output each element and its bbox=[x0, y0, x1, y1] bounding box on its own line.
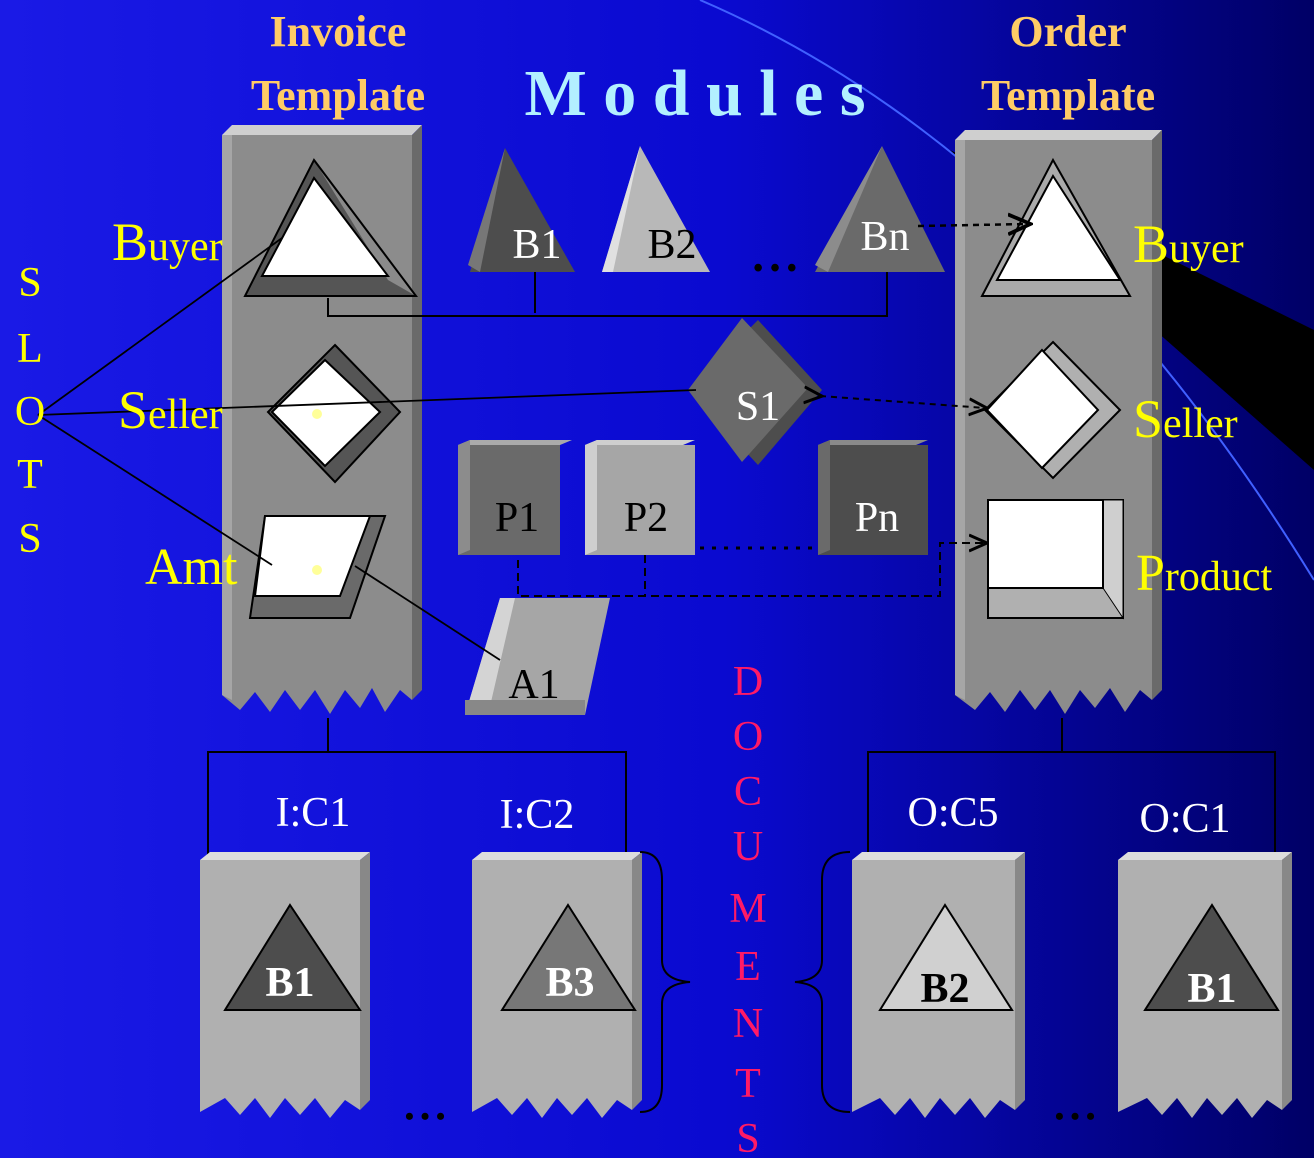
order-product-label: Product bbox=[1136, 545, 1273, 602]
module-b2-shape bbox=[602, 146, 710, 272]
doc-invoice-ellipsis: • • • bbox=[405, 1102, 445, 1131]
module-p2-shape bbox=[585, 440, 695, 555]
invoice-buyer-slot bbox=[243, 158, 418, 297]
doc-oc5-module-shape bbox=[878, 903, 1014, 1011]
module-p1-label: P1 bbox=[495, 495, 539, 541]
invoice-seller-label: Seller bbox=[118, 380, 223, 440]
module-b1-shape bbox=[468, 148, 575, 272]
module-a1-shape bbox=[465, 598, 610, 715]
svg-text:S: S bbox=[736, 1116, 759, 1158]
svg-text:O: O bbox=[15, 389, 45, 435]
order-template-title-line1: Order bbox=[1009, 7, 1126, 56]
doc-ic1-module-shape bbox=[223, 903, 362, 1011]
module-s1-label: S1 bbox=[736, 384, 780, 430]
invoice-template-title-line2: Template bbox=[251, 71, 425, 120]
doc-oc1-module-shape bbox=[1143, 903, 1280, 1011]
doc-ic1-module-label: B1 bbox=[265, 960, 314, 1006]
modules-title: M o d u l e s bbox=[524, 57, 865, 130]
svg-text:T: T bbox=[17, 452, 43, 498]
module-p1-shape bbox=[458, 440, 572, 555]
documents-label: D O C U M E N T S bbox=[729, 659, 766, 1158]
doc-order-ellipsis: • • • bbox=[1055, 1102, 1095, 1131]
invoice-amt-slot bbox=[248, 515, 387, 619]
svg-text:C: C bbox=[734, 769, 762, 815]
svg-text:T: T bbox=[735, 1061, 761, 1107]
slots-label: S L O T S bbox=[15, 260, 45, 562]
svg-text:S: S bbox=[18, 260, 41, 306]
invoice-buyer-label: Buyer bbox=[112, 212, 223, 272]
svg-text:S: S bbox=[18, 516, 41, 562]
module-p2-label: P2 bbox=[624, 495, 668, 541]
documents-brace-right bbox=[794, 851, 851, 1113]
documents-brace-left bbox=[639, 851, 691, 1113]
doc-oc1-module-label: B1 bbox=[1187, 966, 1236, 1012]
modules-ellipsis: • • • bbox=[753, 253, 796, 284]
svg-text:U: U bbox=[733, 824, 763, 870]
doc-oc1-label: O:C1 bbox=[1139, 796, 1230, 842]
order-seller-label: Seller bbox=[1133, 389, 1238, 449]
order-buyer-label: Buyer bbox=[1133, 214, 1244, 274]
invoice-template-title-line1: Invoice bbox=[270, 7, 407, 56]
module-a1-label: A1 bbox=[508, 662, 559, 708]
doc-ic1-label: I:C1 bbox=[276, 790, 351, 836]
order-seller-slot bbox=[983, 340, 1122, 480]
svg-text:E: E bbox=[735, 944, 761, 990]
svg-text:D: D bbox=[733, 659, 763, 705]
doc-oc5-label: O:C5 bbox=[907, 790, 998, 836]
svg-text:L: L bbox=[17, 326, 43, 372]
svg-text:N: N bbox=[733, 1001, 763, 1047]
order-template-title-line2: Template bbox=[981, 71, 1155, 120]
module-bn-label: Bn bbox=[860, 214, 909, 260]
module-pn-shape bbox=[818, 440, 928, 555]
module-b2-label: B2 bbox=[647, 222, 696, 268]
order-product-slot bbox=[987, 499, 1124, 620]
invoice-amt-label: Amt bbox=[145, 539, 238, 596]
svg-text:O: O bbox=[733, 714, 763, 760]
invoice-seller-slot bbox=[266, 343, 402, 484]
doc-ic2-module-shape bbox=[500, 903, 637, 1011]
module-s1-shape bbox=[688, 318, 822, 465]
doc-ic2-label: I:C2 bbox=[500, 792, 575, 838]
module-bn-shape bbox=[815, 146, 945, 272]
module-pn-label: Pn bbox=[855, 495, 899, 541]
module-b1-label: B1 bbox=[512, 222, 561, 268]
svg-text:M: M bbox=[729, 886, 766, 932]
doc-ic2-module-label: B3 bbox=[545, 960, 594, 1006]
doc-oc5-module-label: B2 bbox=[920, 966, 969, 1012]
